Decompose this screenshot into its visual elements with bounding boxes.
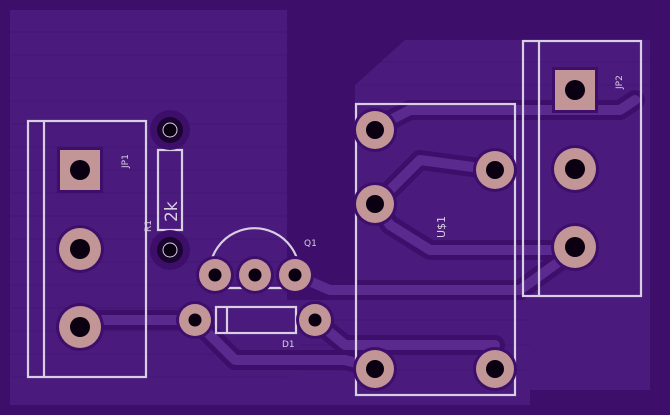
jp2-label: JP2: [615, 75, 625, 90]
d1-label: D1: [282, 340, 295, 350]
trace-q1-jp2: [290, 245, 580, 295]
copper-pour-left: [10, 10, 287, 405]
u1-outline: [354, 102, 517, 397]
jp2-pad-1: [552, 67, 598, 113]
d1-diode: D1: [176, 301, 334, 350]
r1-resistor: 2k R1: [144, 110, 190, 270]
jp1-outline: [26, 119, 148, 379]
u1-module: U$1: [353, 102, 517, 397]
r1-value: 2k: [162, 201, 182, 222]
d1-pad-2: [296, 301, 334, 339]
jp1-connector: JP1: [26, 119, 148, 379]
q1-transistor: Q1: [196, 227, 317, 294]
u1-pad-2: [353, 182, 397, 226]
d1-pad-1: [176, 301, 214, 339]
u1-pad-3: [353, 347, 397, 391]
jp1-pad-1: [57, 147, 103, 193]
jp2-pad-3: [551, 223, 599, 271]
jp2-pad-2: [551, 145, 599, 193]
jp1-pad-2: [56, 225, 104, 273]
r1-pad-2: [150, 230, 190, 270]
jp2-outline: [521, 39, 643, 298]
u1-label: U$1: [435, 216, 448, 238]
jp1-label: JP1: [121, 154, 131, 169]
u1-pad-4: [473, 148, 517, 192]
jp2-connector: JP2: [521, 39, 643, 298]
q1-pad-2: [236, 256, 274, 294]
q1-label: Q1: [304, 239, 317, 249]
q1-pad-3: [276, 256, 314, 294]
u1-pad-1: [353, 108, 397, 152]
u1-pad-5: [473, 347, 517, 391]
jp1-pad-3: [56, 303, 104, 351]
r1-pad-1: [150, 110, 190, 150]
r1-label: R1: [144, 220, 154, 232]
q1-pad-1: [196, 256, 234, 294]
